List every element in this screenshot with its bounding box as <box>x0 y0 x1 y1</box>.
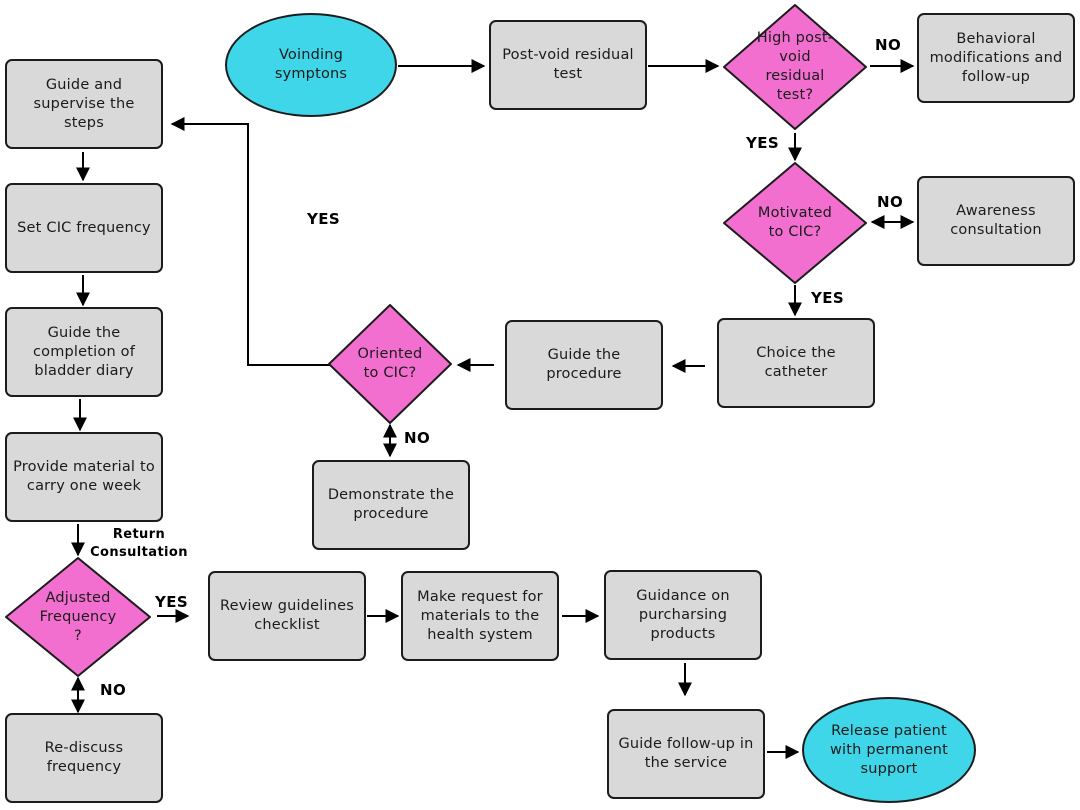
process-guidance-purchasing: Guidance on purcharsing products <box>604 570 762 660</box>
decision-adjusted-frequency: Adjusted Frequency ? <box>2 555 154 679</box>
start-voiding-symptoms: Voinding symptons <box>225 13 397 117</box>
label-yes-motivated: YES <box>811 289 845 307</box>
process-set-cic-frequency: Set CIC frequency <box>5 183 163 273</box>
label-no-motivated: NO <box>877 193 904 211</box>
label-yes-high-pvr: YES <box>746 134 780 152</box>
decision-high-pvr: High post-void residual test? <box>720 2 870 132</box>
process-review-guidelines: Review guidelines checklist <box>208 571 366 661</box>
process-guide-supervise-steps: Guide and supervise the steps <box>5 59 163 149</box>
process-guide-followup: Guide follow-up in the service <box>607 709 765 799</box>
label-return-consultation: Return Consultation <box>90 527 188 560</box>
release-label: Release patient with permanent support <box>830 722 948 777</box>
decision-oriented-cic: Oriented to CIC? <box>326 302 454 426</box>
label-no-adjusted: NO <box>100 681 127 699</box>
label-yes-adjusted: YES <box>155 593 189 611</box>
process-post-void-residual-test: Post-void residual test <box>489 20 647 110</box>
end-release-patient: Release patient with permanent support <box>802 697 976 803</box>
label-yes-oriented: YES <box>307 210 341 228</box>
decision-motivated-cic: Motivated to CIC? <box>720 160 870 286</box>
process-demonstrate-procedure: Demonstrate the procedure <box>312 460 470 550</box>
diamond-shape <box>723 162 867 284</box>
process-bladder-diary: Guide the completion of bladder diary <box>5 307 163 397</box>
process-request-materials: Make request for materials to the health… <box>401 571 559 661</box>
process-guide-procedure: Guide the procedure <box>505 320 663 410</box>
voiding-label: Voinding symptons <box>274 47 348 82</box>
diamond-shape <box>723 4 867 130</box>
label-no-oriented: NO <box>404 429 431 447</box>
process-choice-catheter: Choice the catheter <box>717 318 875 408</box>
edge-oriented-to-steps <box>170 117 330 366</box>
process-rediscuss-frequency: Re-discuss frequency <box>5 713 163 803</box>
process-provide-material: Provide material to carry one week <box>5 432 163 522</box>
diamond-shape <box>5 557 151 677</box>
diamond-shape <box>328 304 452 424</box>
process-behavioral-modifications: Behavioral modifications and follow-up <box>917 13 1075 103</box>
label-no-high-pvr: NO <box>875 36 902 54</box>
process-awareness-consultation: Awareness consultation <box>917 176 1075 266</box>
